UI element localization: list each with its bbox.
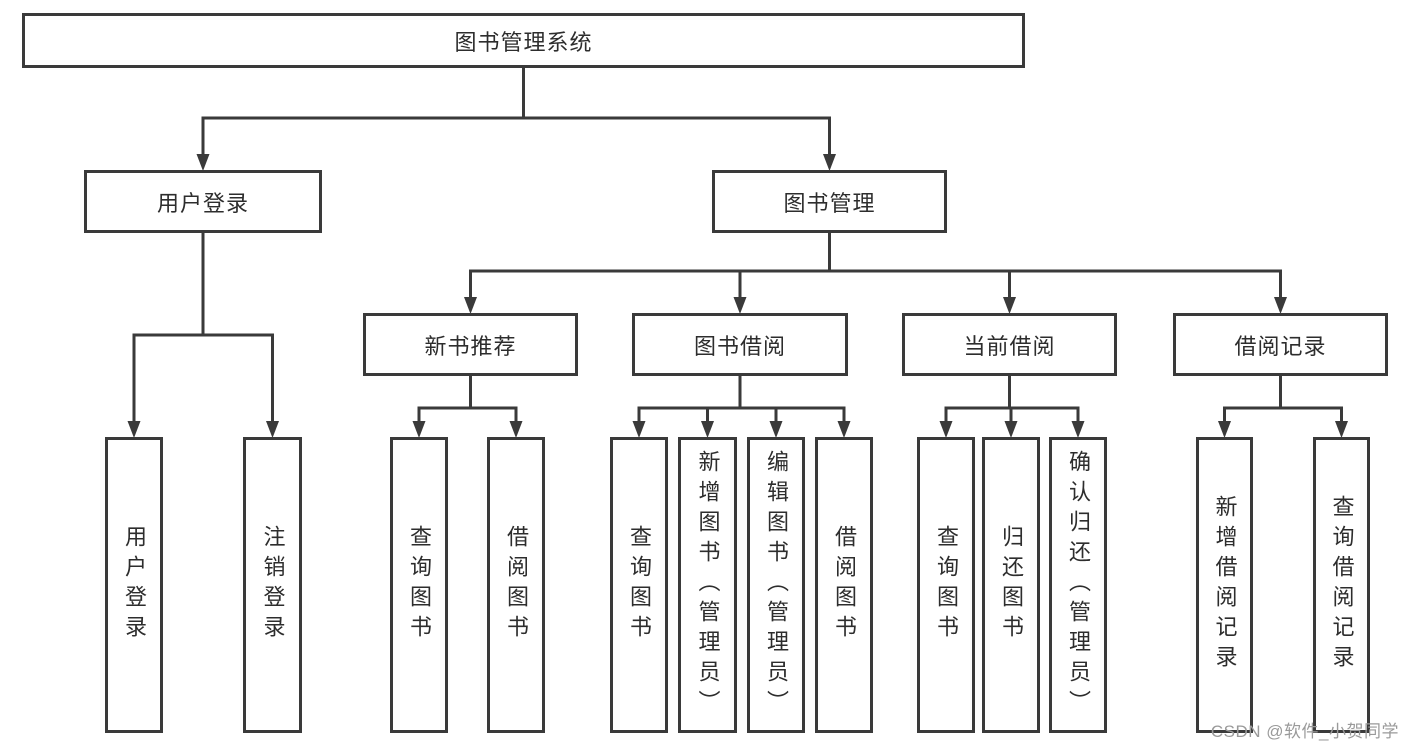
node-logout: 注销登录 xyxy=(243,437,302,733)
node-cb-return-books: 归还图书 xyxy=(982,437,1040,733)
node-current-borrow: 当前借阅 xyxy=(902,313,1117,376)
node-label: 图书管理 xyxy=(783,190,876,216)
node-label: 用户登录 xyxy=(122,525,147,645)
node-label: 图书管理系统 xyxy=(454,29,593,55)
node-rec-query-books: 查询图书 xyxy=(390,437,448,733)
node-br-query-record: 查询借阅记录 xyxy=(1313,437,1370,733)
node-label: 查询图书 xyxy=(627,525,652,645)
node-label: 新增图书（管理员） xyxy=(695,450,721,720)
node-label: 借阅图书 xyxy=(504,525,529,645)
watermark: CSDN @软件_小贺同学 xyxy=(1210,722,1399,741)
node-label: 注销登录 xyxy=(260,525,286,645)
node-label: 当前借阅 xyxy=(963,333,1056,359)
node-label: 新书推荐 xyxy=(424,333,517,359)
node-bb-add-books: 新增图书（管理员） xyxy=(678,437,737,733)
node-new-book-rec: 新书推荐 xyxy=(363,313,578,376)
node-book-borrow: 图书借阅 xyxy=(632,313,848,376)
node-bb-borrow-books: 借阅图书 xyxy=(815,437,873,733)
node-root: 图书管理系统 xyxy=(22,13,1025,68)
node-label: 查询图书 xyxy=(934,525,959,645)
node-label: 借阅记录 xyxy=(1234,333,1327,359)
node-user-login: 用户登录 xyxy=(105,437,163,733)
node-label: 图书借阅 xyxy=(693,333,786,359)
node-borrow-records: 借阅记录 xyxy=(1173,313,1388,376)
node-cb-query-books: 查询图书 xyxy=(917,437,975,733)
node-label: 确认归还（管理员） xyxy=(1066,450,1091,720)
node-label: 查询图书 xyxy=(407,525,432,645)
node-label: 查询借阅记录 xyxy=(1329,495,1355,675)
node-cb-confirm-return: 确认归还（管理员） xyxy=(1049,437,1107,733)
node-label: 用户登录 xyxy=(156,190,249,216)
node-user-login-group: 用户登录 xyxy=(84,170,322,233)
node-label: 新增借阅记录 xyxy=(1212,495,1238,675)
node-bb-edit-books: 编辑图书（管理员） xyxy=(747,437,805,733)
node-label: 借阅图书 xyxy=(832,525,857,645)
node-label: 编辑图书（管理员） xyxy=(764,450,789,720)
node-book-mgmt: 图书管理 xyxy=(712,170,947,233)
node-label: 归还图书 xyxy=(999,525,1024,645)
node-rec-borrow-books: 借阅图书 xyxy=(487,437,545,733)
node-bb-query-books: 查询图书 xyxy=(610,437,668,733)
node-br-add-record: 新增借阅记录 xyxy=(1196,437,1253,733)
